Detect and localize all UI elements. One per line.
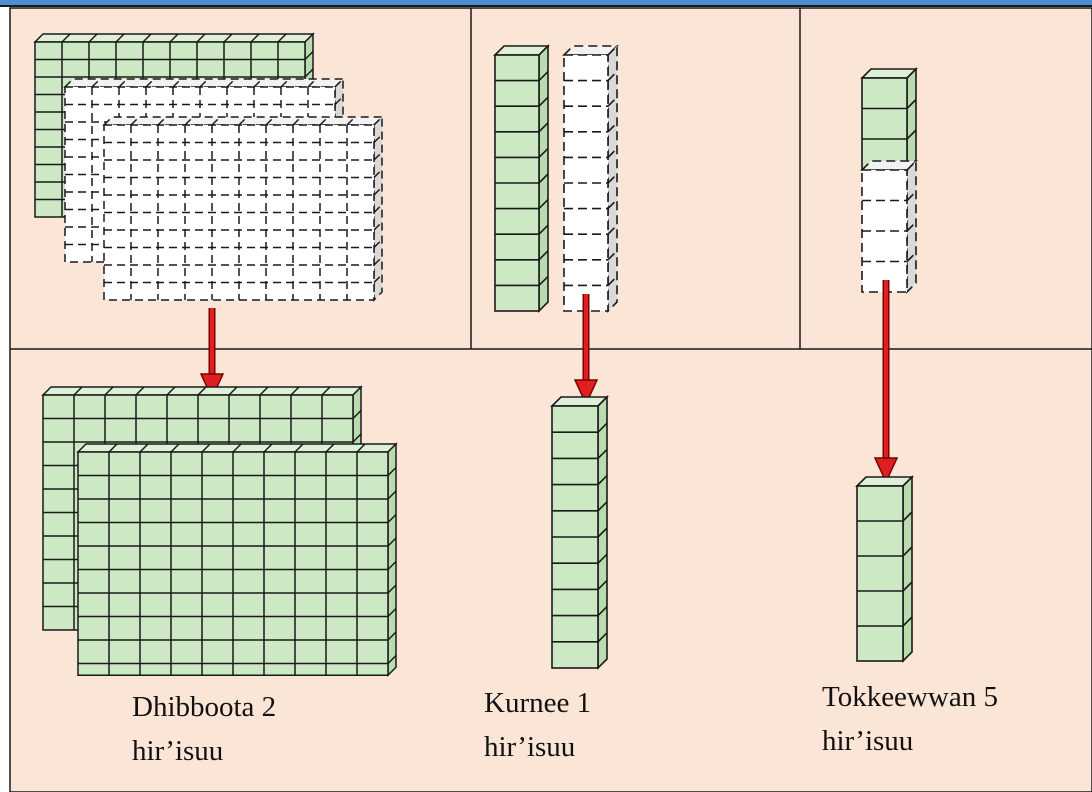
ones-label-line2: hir’isuu xyxy=(822,725,914,757)
hundreds-arrow xyxy=(199,308,225,400)
hundreds-label-line2: hir’isuu xyxy=(132,735,224,767)
ones-green-top xyxy=(860,67,918,172)
tens-label-line1: Kurnee 1 xyxy=(484,687,592,719)
ones-arrow xyxy=(873,280,899,484)
hundreds-label-line1: Dhibboota 2 xyxy=(132,691,277,723)
ones-label-line1: Tokkeewwan 5 xyxy=(822,681,998,713)
top-border-accent xyxy=(0,0,1092,5)
ten-rod-dashed xyxy=(562,44,619,313)
tens-label-line2: hir’isuu xyxy=(484,731,576,763)
ten-rod-result xyxy=(550,395,609,670)
hundred-flat-dashed-2 xyxy=(102,115,384,302)
top-border-line xyxy=(0,5,1092,7)
tens-arrow xyxy=(573,294,599,406)
ten-rod-green xyxy=(493,44,550,313)
ones-result xyxy=(855,475,914,663)
ones-dashed xyxy=(860,159,918,294)
hundred-flat-result-front xyxy=(76,442,398,678)
